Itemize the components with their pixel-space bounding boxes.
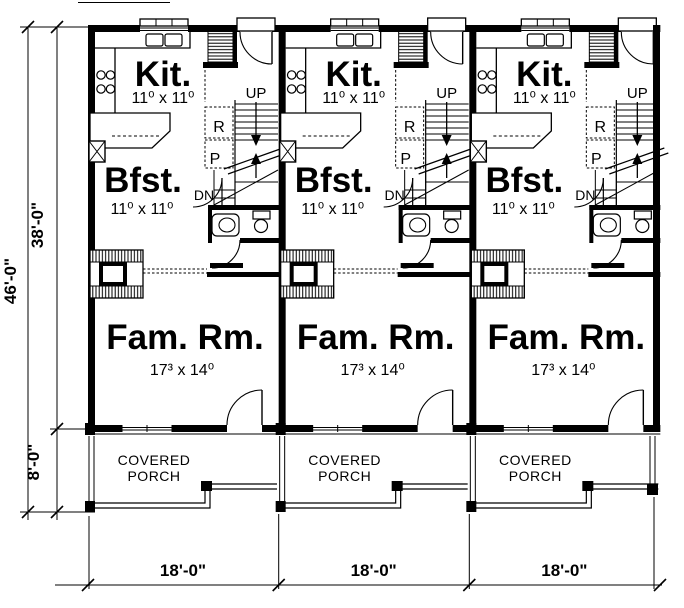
unit-width-dimension: 18'-0" bbox=[541, 561, 587, 580]
breakfast-dims: 11⁰ x 11⁰ bbox=[492, 201, 555, 218]
porch-label-line2: PORCH bbox=[127, 468, 180, 484]
stair-down-label: DN bbox=[575, 187, 595, 203]
kitchen-label: Kit. bbox=[516, 55, 572, 94]
closet-p-label: P bbox=[591, 151, 602, 168]
porch-label-line2: PORCH bbox=[318, 468, 371, 484]
family-room-dims: 17³ x 14⁰ bbox=[341, 362, 405, 379]
family-room-label: Fam. Rm. bbox=[297, 318, 455, 357]
closet-r-label: R bbox=[404, 119, 416, 136]
porch-label-line2: PORCH bbox=[509, 468, 562, 484]
closet-p-label: P bbox=[210, 151, 221, 168]
family-room-label: Fam. Rm. bbox=[488, 318, 646, 357]
closet-p-label: P bbox=[400, 151, 411, 168]
kitchen-label: Kit. bbox=[325, 55, 381, 94]
main-depth-dimension: 38'-0" bbox=[28, 202, 47, 248]
right-exterior-wall bbox=[647, 25, 660, 495]
unit-width-dimension: 18'-0" bbox=[351, 561, 397, 580]
breakfast-dims: 11⁰ x 11⁰ bbox=[301, 201, 364, 218]
family-room-dims: 17³ x 14⁰ bbox=[150, 362, 214, 379]
bottom-extension-lines bbox=[88, 497, 655, 589]
kitchen-dims: 11⁰ x 11⁰ bbox=[132, 90, 195, 107]
family-room-dims: 17³ x 14⁰ bbox=[531, 362, 595, 379]
family-room-label: Fam. Rm. bbox=[106, 318, 264, 357]
unit-3-labels: Kit. 11⁰ x 11⁰ UP R P Bfst. 11⁰ x 11⁰ DN… bbox=[485, 55, 647, 580]
breakfast-label: Bfst. bbox=[485, 161, 563, 200]
kitchen-dims: 11⁰ x 11⁰ bbox=[322, 90, 385, 107]
stair-up-label: UP bbox=[627, 85, 648, 102]
stair-down-label: DN bbox=[385, 187, 405, 203]
unit-1-labels: Kit. 11⁰ x 11⁰ UP R P Bfst. 11⁰ x 11⁰ DN… bbox=[104, 55, 266, 580]
dim-tick-marks bbox=[21, 20, 667, 592]
overall-depth-dimension: 46'-0" bbox=[1, 258, 20, 304]
stair-up-label: UP bbox=[436, 85, 457, 102]
left-dim-lines bbox=[27, 27, 58, 520]
dimension-lines bbox=[20, 2, 667, 592]
breakfast-label: Bfst. bbox=[295, 161, 373, 200]
breakfast-label: Bfst. bbox=[104, 161, 182, 200]
porch-label-line1: COVERED bbox=[499, 452, 572, 468]
porch-label-line1: COVERED bbox=[308, 452, 381, 468]
closet-r-label: R bbox=[213, 119, 225, 136]
closet-r-label: R bbox=[595, 119, 607, 136]
stair-up-label: UP bbox=[246, 85, 267, 102]
porch-depth-dimension: 8'-0" bbox=[24, 444, 43, 481]
breakfast-dims: 11⁰ x 11⁰ bbox=[111, 201, 174, 218]
stair-down-label: DN bbox=[194, 187, 214, 203]
unit-2-labels: Kit. 11⁰ x 11⁰ UP R P Bfst. 11⁰ x 11⁰ DN… bbox=[295, 55, 457, 580]
kitchen-dims: 11⁰ x 11⁰ bbox=[513, 90, 576, 107]
porch-label-line1: COVERED bbox=[118, 452, 191, 468]
unit-width-dimension: 18'-0" bbox=[160, 561, 206, 580]
kitchen-label: Kit. bbox=[135, 55, 191, 94]
